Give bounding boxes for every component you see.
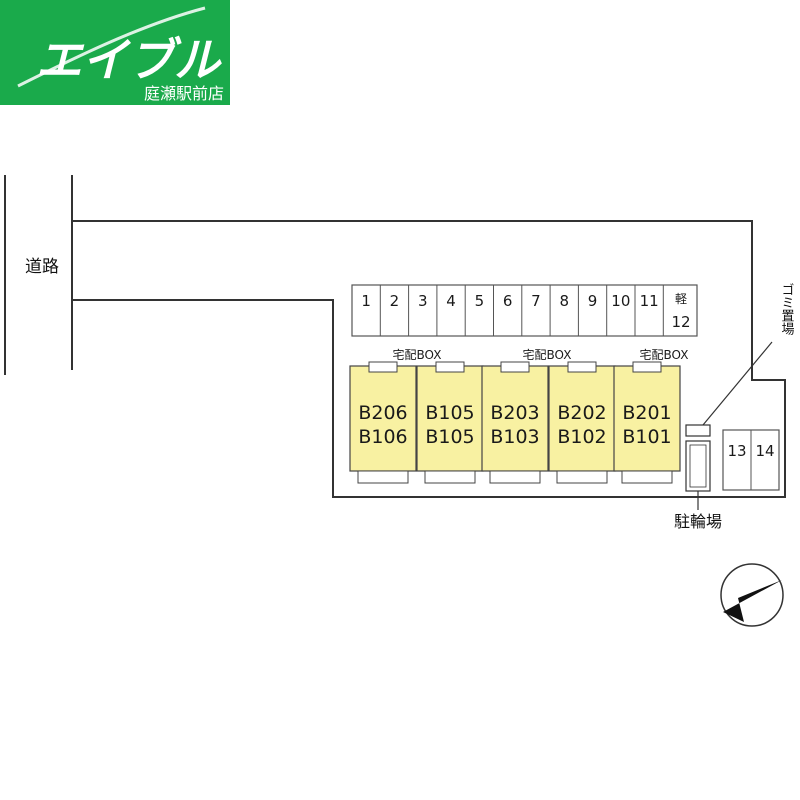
parking-slot-5: 5 xyxy=(475,292,485,310)
garbage-leader-line xyxy=(702,341,773,426)
garbage-box xyxy=(685,424,711,437)
bicycle-parking: 駐輪場 xyxy=(674,440,722,531)
unit-block xyxy=(349,365,417,472)
parking-slot-13: 13 xyxy=(727,442,746,460)
garbage-label: ゴミ置場 xyxy=(779,283,795,335)
delivery-box-label-2: 宅配BOX xyxy=(523,347,572,362)
unit-upper-label: B105 xyxy=(425,402,474,424)
unit-block xyxy=(548,365,616,472)
unit-entrance xyxy=(500,361,530,373)
bicycle-rack xyxy=(685,440,711,492)
light-car-tag: 軽 xyxy=(675,292,687,306)
parking-slot-2: 2 xyxy=(390,292,400,310)
bicycle-rack-inner xyxy=(689,444,707,488)
parking-slot-7: 7 xyxy=(531,292,541,310)
side-parking: 13 14 xyxy=(722,429,780,491)
unit-block xyxy=(481,365,549,472)
logo-swoosh xyxy=(17,6,206,88)
compass-needle xyxy=(723,580,782,622)
unit-lower-label: B102 xyxy=(557,426,606,448)
logo-background xyxy=(0,0,230,105)
unit-upper-label: B201 xyxy=(622,402,671,424)
parking-row-outline xyxy=(351,284,698,337)
garbage-area: ゴミ置場 xyxy=(685,283,795,437)
compass-arrow-icon xyxy=(720,563,784,627)
unit-upper-label: B203 xyxy=(490,402,539,424)
site-boundary xyxy=(72,220,786,498)
parking-slot-light-car: 軽 12 xyxy=(671,292,690,331)
unit-balcony xyxy=(424,470,476,484)
unit-entrance xyxy=(435,361,465,373)
parking-slot-6: 6 xyxy=(503,292,513,310)
parking-slot-10: 10 xyxy=(611,292,630,310)
road-label: 道路 xyxy=(25,257,59,277)
logo-branch-text: 庭瀬駅前店 xyxy=(144,84,224,103)
unit-balcony xyxy=(489,470,541,484)
parking-slot-3: 3 xyxy=(418,292,428,310)
parking-slot-1: 1 xyxy=(361,292,371,310)
bicycle-label: 駐輪場 xyxy=(674,512,722,531)
parking-slot-4: 4 xyxy=(446,292,456,310)
unit-balcony xyxy=(357,470,409,484)
delivery-box-label-1: 宅配BOX xyxy=(393,347,442,362)
unit-upper-label: B206 xyxy=(358,402,407,424)
logo-brand-text: エイブル xyxy=(36,33,222,87)
unit-lower-label: B103 xyxy=(490,426,539,448)
unit-lower-label: B105 xyxy=(425,426,474,448)
parking-slot-8: 8 xyxy=(559,292,569,310)
road: 道路 xyxy=(4,175,73,375)
parking-slot-9: 9 xyxy=(588,292,598,310)
unit-entrance xyxy=(368,361,398,373)
unit-lower-label: B101 xyxy=(622,426,671,448)
delivery-box-label-3: 宅配BOX xyxy=(640,347,689,362)
unit-entrance xyxy=(632,361,662,373)
unit-entrance xyxy=(567,361,597,373)
logo: エイブル 庭瀬駅前店 xyxy=(0,0,230,105)
parking-slot-11: 11 xyxy=(640,292,659,310)
unit-balcony xyxy=(556,470,608,484)
parking-slot-14: 14 xyxy=(755,442,774,460)
light-car-number: 12 xyxy=(671,313,690,331)
unit-upper-label: B202 xyxy=(557,402,606,424)
unit-balcony xyxy=(621,470,673,484)
unit-lower-label: B106 xyxy=(358,426,407,448)
